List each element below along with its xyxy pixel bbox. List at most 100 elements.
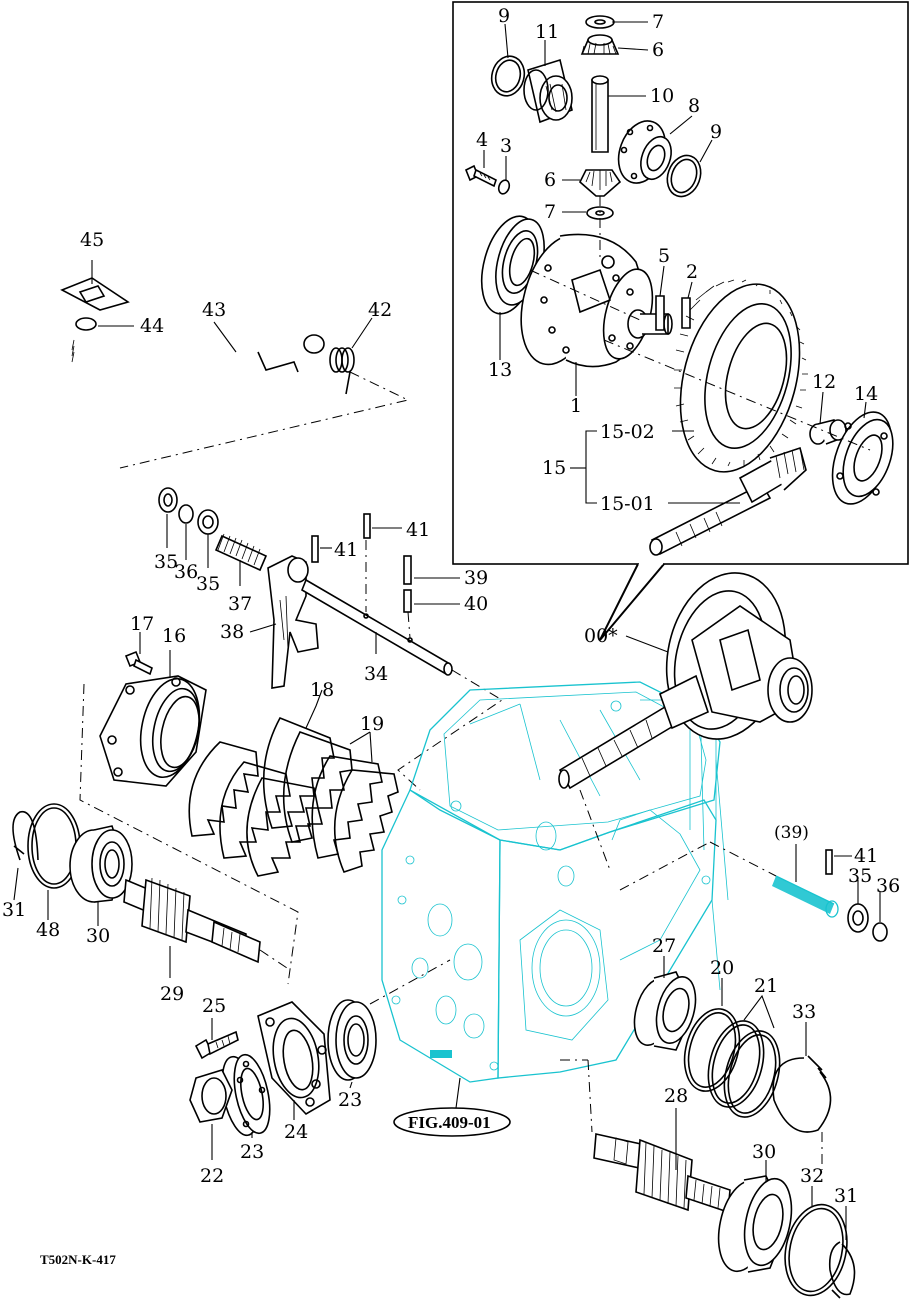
part-3-lock-washer xyxy=(497,179,511,195)
part-35-washer-b xyxy=(197,509,219,535)
label-23: 23 xyxy=(240,1141,264,1163)
label-45: 45 xyxy=(80,229,104,251)
part-11-side-gear xyxy=(523,58,573,124)
part-41-pin-right xyxy=(825,849,833,875)
label-3: 3 xyxy=(500,135,512,157)
part-27-bearing xyxy=(633,971,697,1051)
label-23-b: 23 xyxy=(338,1089,362,1111)
transmission-housing xyxy=(381,681,729,1083)
part-9-shim-ring xyxy=(490,55,526,97)
differential-detail-inset: 9 11 7 6 10 8 9 4 3 6 7 5 2 13 12 14 1 1… xyxy=(452,1,909,641)
right-lower-group: 27 20 21 33 28 xyxy=(560,935,858,1299)
label-24: 24 xyxy=(284,1121,308,1143)
label-43: 43 xyxy=(202,299,226,321)
label-9: 9 xyxy=(498,5,510,27)
label-37: 37 xyxy=(228,593,252,615)
part-10-pinion-shaft xyxy=(591,75,609,153)
label-15: 15 xyxy=(542,457,566,479)
part-25-bolt xyxy=(194,1030,239,1060)
label-10: 10 xyxy=(650,85,674,107)
label-22: 22 xyxy=(200,1165,224,1187)
part-31-snap-ring xyxy=(12,811,39,861)
part-37-spring xyxy=(214,533,268,572)
housing-reference-label: FIG.409-01 xyxy=(408,1113,491,1132)
label-4: 4 xyxy=(476,129,488,151)
label-48: 48 xyxy=(36,919,60,941)
part-15-01-pinion-shaft xyxy=(649,446,807,556)
label-41: 41 xyxy=(334,539,358,561)
label-27: 27 xyxy=(652,935,676,957)
label-31: 31 xyxy=(2,899,26,921)
part-19-separator-plates xyxy=(311,755,399,873)
label-6-lower: 6 xyxy=(544,169,556,191)
part-16-brake-cover xyxy=(99,675,207,787)
part-18-friction-plates xyxy=(188,716,353,877)
part-41-pin xyxy=(311,535,319,563)
label-18: 18 xyxy=(310,679,334,701)
part-17-bolt xyxy=(124,650,153,676)
part-41-pin-b xyxy=(363,513,371,539)
right-pin-group: 41 (39) 35 36 xyxy=(619,823,900,942)
part-44-nut xyxy=(75,317,97,331)
part-45-bracket xyxy=(60,277,130,311)
part-32-ring xyxy=(784,1203,848,1297)
label-12: 12 xyxy=(812,371,836,393)
brake-group: 17 16 18 19 xyxy=(2,613,451,1187)
label-11: 11 xyxy=(535,21,559,43)
part-00-differential-assembly xyxy=(558,572,813,790)
linkage-group: 45 44 43 42 xyxy=(60,229,503,791)
label-6: 6 xyxy=(652,39,664,61)
part-42-spring xyxy=(329,347,355,395)
label-38: 38 xyxy=(220,621,244,643)
label-36-right: 36 xyxy=(876,875,900,897)
part-36-washer-right xyxy=(872,922,888,942)
part-22-nut xyxy=(189,1069,233,1123)
part-20-ring xyxy=(683,1008,741,1092)
part-23-oil-seal xyxy=(327,999,377,1081)
label-21: 21 xyxy=(754,975,778,997)
part-36-washer xyxy=(178,504,194,524)
label-35-right: 35 xyxy=(848,865,872,887)
label-13: 13 xyxy=(488,359,512,381)
label-30: 30 xyxy=(86,925,110,947)
label-7: 7 xyxy=(652,11,664,33)
part-14-bearing xyxy=(831,411,894,505)
label-35: 35 xyxy=(154,551,178,573)
label-41-right: 41 xyxy=(854,845,878,867)
part-33-snap-ring xyxy=(772,1057,832,1133)
part-30-bearing xyxy=(69,825,133,903)
label-20: 20 xyxy=(710,957,734,979)
part-6-pinion-gear-lower xyxy=(579,169,622,197)
part-35-washer-right xyxy=(847,903,869,933)
label-9-right: 9 xyxy=(710,121,722,143)
part-35-washer xyxy=(158,487,178,513)
part-31-snap-ring-right xyxy=(828,1241,856,1296)
part-8-side-gear xyxy=(617,120,672,184)
part-39-pin xyxy=(403,555,412,585)
label-29: 29 xyxy=(160,983,184,1005)
part-4-bolt xyxy=(464,164,497,188)
label-5: 5 xyxy=(658,245,670,267)
label-35-b: 35 xyxy=(196,573,220,595)
label-2: 2 xyxy=(686,261,698,283)
label-40: 40 xyxy=(464,593,488,615)
label-19: 19 xyxy=(360,713,384,735)
label-1: 1 xyxy=(570,395,582,417)
label-39-paren: (39) xyxy=(774,823,809,843)
part-1-differential-case xyxy=(520,233,673,368)
part-29-drive-pinion xyxy=(123,877,261,964)
figure-code: T502N-K-417 xyxy=(40,1252,116,1267)
label-15-01: 15-01 xyxy=(600,493,655,515)
part-30-bearing-right xyxy=(717,1175,793,1273)
part-28-drive-pinion xyxy=(593,1133,731,1214)
part-21-ring-b xyxy=(723,1030,781,1118)
part-23-bearing-lower xyxy=(221,1053,271,1137)
label-14: 14 xyxy=(854,383,878,405)
part-7-thrust-washer xyxy=(585,15,615,29)
label-30-right: 30 xyxy=(752,1141,776,1163)
label-41-b: 41 xyxy=(406,519,430,541)
label-33: 33 xyxy=(792,1001,816,1023)
label-8: 8 xyxy=(688,95,700,117)
label-44: 44 xyxy=(140,315,164,337)
